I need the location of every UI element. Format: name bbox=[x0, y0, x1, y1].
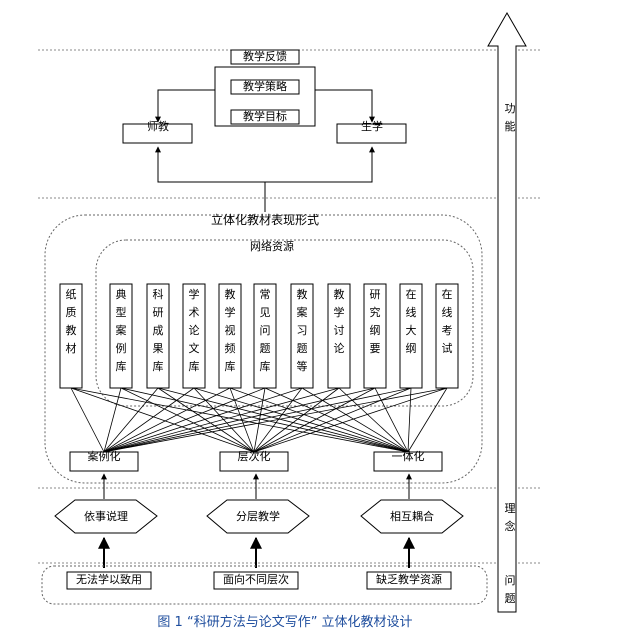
principle-hexagons bbox=[54, 499, 464, 534]
connection-line bbox=[253, 387, 448, 453]
figure-caption: 图 1 “科研方法与论文写作” 立体化教材设计 bbox=[157, 615, 413, 630]
principle-label-1: 依事说理 bbox=[84, 510, 128, 523]
connection-lines bbox=[70, 387, 448, 453]
column-label: 教学视频库 bbox=[224, 288, 236, 373]
connection-line bbox=[103, 387, 231, 453]
connection-line bbox=[103, 387, 376, 453]
teacher-label: 师教 bbox=[147, 120, 169, 133]
connection-line bbox=[229, 387, 409, 453]
side-label-principle: 理念 bbox=[504, 502, 516, 533]
feedback-loop bbox=[214, 49, 316, 127]
resource-columns bbox=[59, 283, 459, 389]
connection-line bbox=[120, 387, 255, 453]
hub-box-integration bbox=[373, 451, 443, 472]
hub-label-level: 层次化 bbox=[237, 450, 271, 463]
connection-line bbox=[253, 387, 340, 453]
connection-line bbox=[103, 387, 266, 453]
connection-line bbox=[253, 387, 303, 453]
connection-line bbox=[120, 387, 409, 453]
column-label: 纸质教材 bbox=[65, 288, 77, 355]
connection-line bbox=[193, 387, 409, 453]
connection-line bbox=[103, 387, 159, 453]
connection-line bbox=[407, 387, 412, 453]
side-label-problem: 问题 bbox=[504, 574, 516, 605]
connection-line bbox=[193, 387, 255, 453]
column-label: 在线考试 bbox=[441, 288, 453, 355]
connection-line bbox=[253, 387, 376, 453]
problem-box-2 bbox=[213, 571, 299, 590]
connection-line bbox=[103, 387, 412, 453]
connection-line bbox=[338, 387, 409, 453]
hub-box-level bbox=[219, 451, 289, 472]
column-label: 科研成果库 bbox=[152, 288, 164, 373]
column-label: 常见问题库 bbox=[259, 288, 271, 373]
form-title: 立体化教材表现形式 bbox=[210, 213, 320, 227]
connection-line bbox=[229, 387, 255, 453]
column-label: 在线大纲 bbox=[405, 288, 417, 355]
network-title: 网络资源 bbox=[250, 240, 294, 253]
connection-line bbox=[253, 387, 412, 453]
problem-label-1: 无法学以致用 bbox=[76, 573, 142, 586]
connection-line bbox=[157, 387, 255, 453]
problem-box-1 bbox=[66, 571, 152, 590]
problem-label-3: 缺乏教学资源 bbox=[376, 573, 442, 586]
connection-line bbox=[103, 387, 303, 453]
principle-label-3: 相互耦合 bbox=[390, 510, 434, 523]
connection-line bbox=[103, 387, 122, 453]
column-label: 典型案例库 bbox=[115, 288, 127, 373]
feedback-label: 教学反馈 bbox=[243, 50, 287, 63]
column-label: 研究纲要 bbox=[369, 288, 381, 355]
form-container bbox=[44, 214, 483, 484]
goal-label: 教学目标 bbox=[243, 110, 287, 123]
network-container bbox=[95, 239, 474, 407]
hub-box-case bbox=[69, 451, 139, 472]
connection-line bbox=[70, 387, 105, 453]
connection-line bbox=[103, 387, 448, 453]
student-label: 生学 bbox=[361, 120, 383, 133]
hub-label-integration: 一体化 bbox=[391, 450, 425, 463]
connection-line bbox=[253, 387, 266, 453]
connection-line bbox=[374, 387, 409, 453]
problem-label-2: 面向不同层次 bbox=[223, 573, 289, 586]
connection-line bbox=[264, 387, 409, 453]
connection-line bbox=[157, 387, 409, 453]
side-label-function: 功能 bbox=[504, 102, 516, 133]
column-label: 教案习题等 bbox=[296, 288, 308, 373]
column-label: 学术论文库 bbox=[188, 288, 200, 373]
column-label: 教学讨论 bbox=[333, 288, 345, 355]
teacher-box bbox=[122, 123, 193, 144]
principle-label-2: 分层教学 bbox=[236, 510, 280, 523]
problem-box-3 bbox=[366, 571, 452, 590]
connection-line bbox=[407, 387, 448, 453]
hub-label-case: 案例化 bbox=[87, 450, 121, 463]
connection-line bbox=[70, 387, 255, 453]
progression-arrow bbox=[487, 11, 527, 613]
connection-line bbox=[103, 387, 340, 453]
student-box bbox=[336, 123, 407, 144]
connection-line bbox=[301, 387, 409, 453]
connection-line bbox=[103, 387, 195, 453]
strategy-label: 教学策略 bbox=[243, 80, 287, 93]
